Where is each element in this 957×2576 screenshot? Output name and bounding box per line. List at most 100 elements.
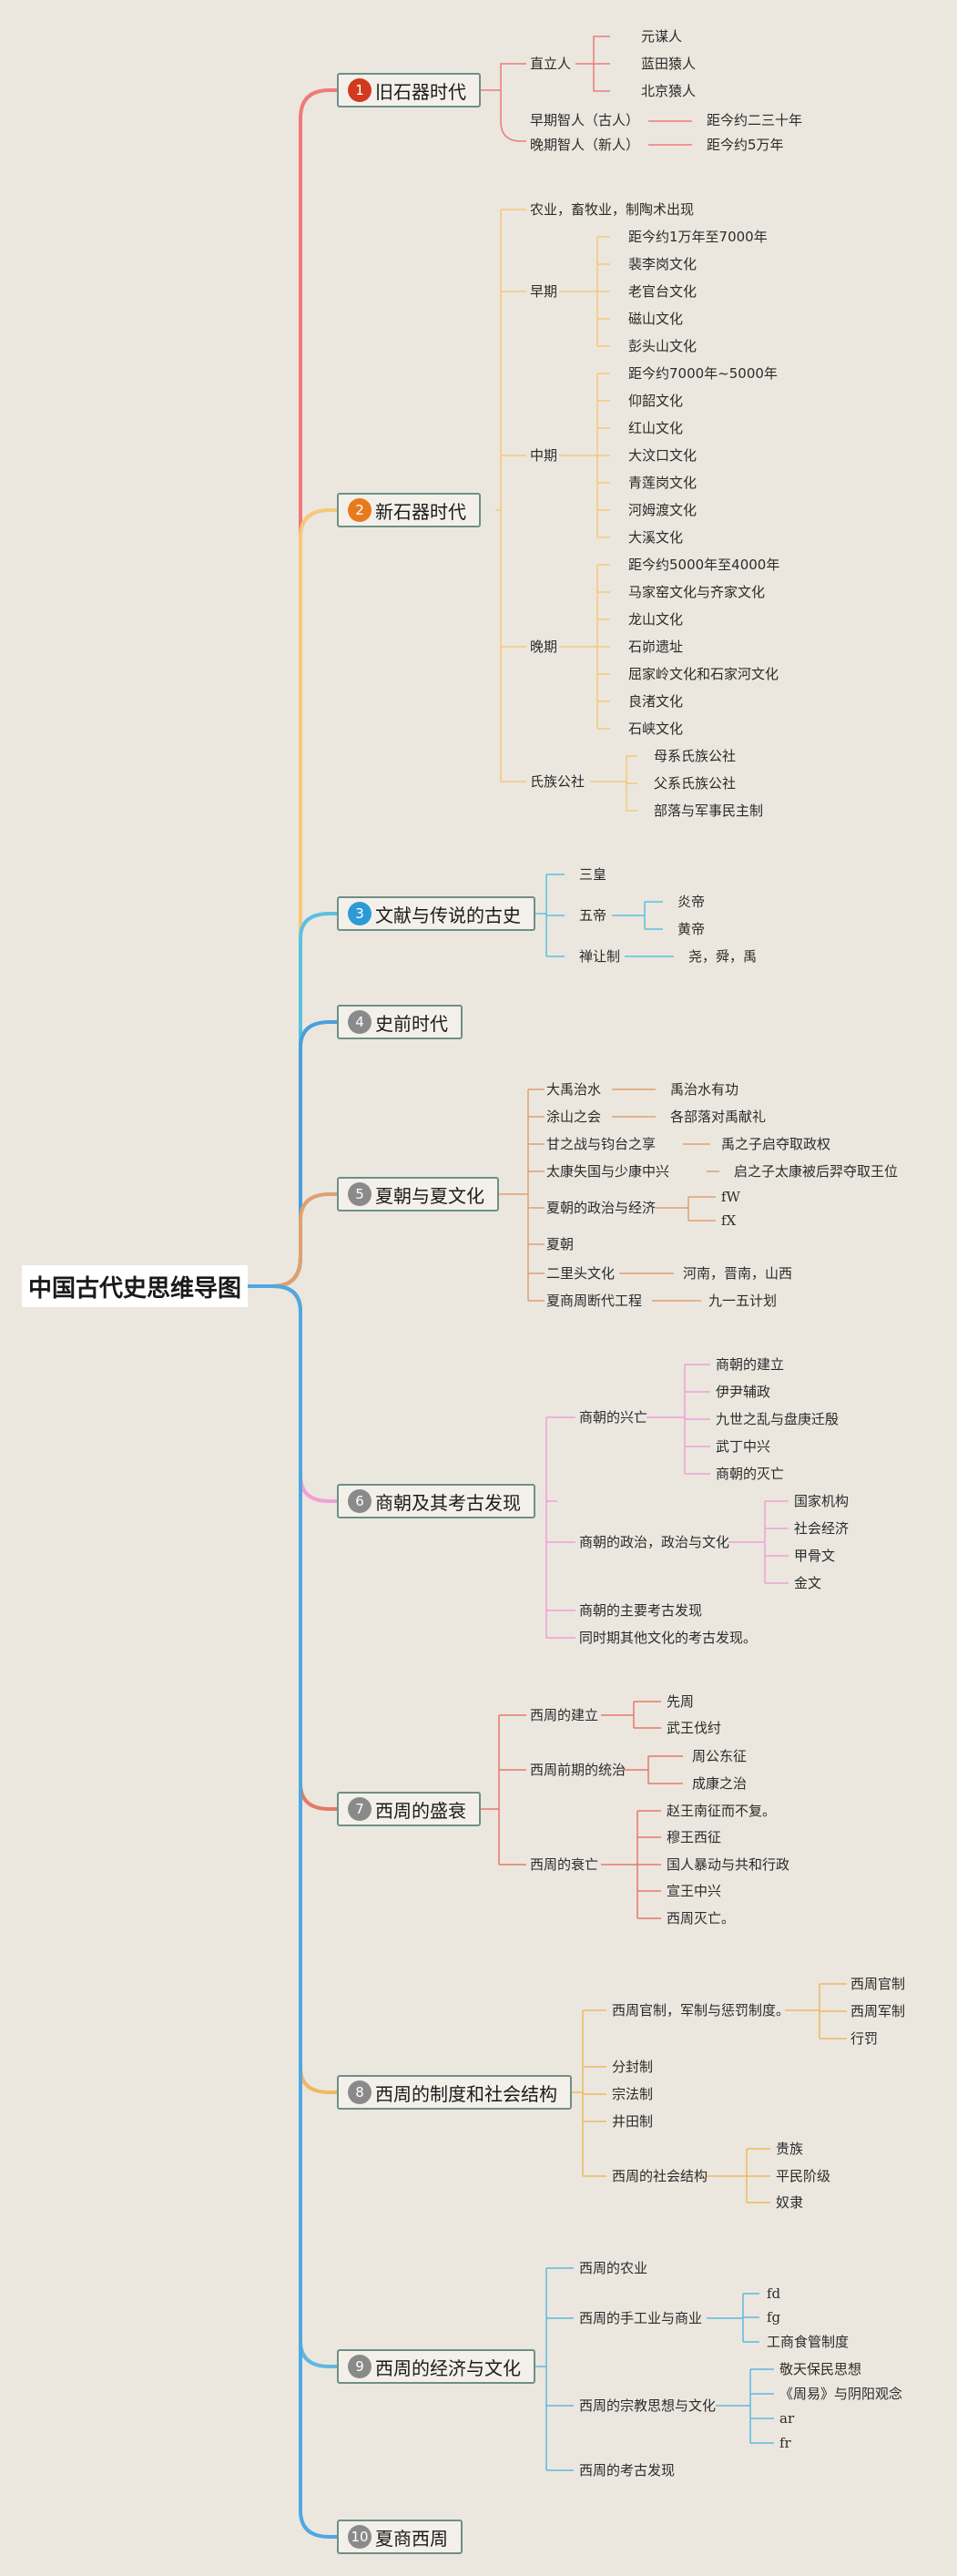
- node-xia[interactable]: 夏朝: [546, 1236, 575, 1252]
- node-yuanmou[interactable]: 元谋人: [641, 28, 683, 45]
- node-shang-rise-2[interactable]: 伊尹辅政: [716, 1384, 771, 1400]
- node-taikang-val[interactable]: 启之子太康被后羿夺取王位: [734, 1163, 899, 1180]
- node-officials-3[interactable]: 行罚: [850, 2030, 879, 2047]
- node-shang-archaeology[interactable]: 商朝的主要考古发现: [579, 1602, 703, 1619]
- node-sanhuang[interactable]: 三皇: [579, 866, 607, 883]
- node-xia-politics[interactable]: 夏朝的政治与经济: [546, 1200, 657, 1216]
- node-late-5[interactable]: 屈家岭文化和石家河文化: [628, 666, 779, 682]
- node-late-sapiens-date[interactable]: 距今约5万年: [707, 137, 784, 153]
- node-dayu[interactable]: 大禹治水: [546, 1081, 602, 1098]
- node-social-structure[interactable]: 西周的社会结构: [612, 2168, 708, 2184]
- node-agriculture[interactable]: 农业，畜牧业，制陶术出现: [530, 201, 695, 218]
- node-tushan[interactable]: 涂山之会: [546, 1109, 602, 1125]
- node-yandi[interactable]: 炎帝: [677, 894, 706, 910]
- node-zhou-religion[interactable]: 西周的宗教思想与文化: [579, 2397, 717, 2414]
- node-ganzhi[interactable]: 甘之战与钧台之享: [546, 1136, 657, 1152]
- node-xia-politics-2[interactable]: fX: [721, 1212, 737, 1229]
- node-erlitou[interactable]: 二里头文化: [546, 1265, 616, 1282]
- node-late-sapiens[interactable]: 晚期智人（新人）: [530, 137, 640, 153]
- node-zhou-decline-3[interactable]: 国人暴动与共和行政: [667, 1856, 790, 1873]
- node-early-sapiens[interactable]: 早期智人（古人）: [530, 112, 640, 128]
- node-zongfa[interactable]: 宗法制: [612, 2086, 654, 2102]
- node-social-1[interactable]: 贵族: [776, 2141, 804, 2157]
- node-erlitou-val[interactable]: 河南，晋南，山西: [683, 1265, 793, 1282]
- node-zhiliren[interactable]: 直立人: [530, 56, 572, 72]
- node-zhou-decline[interactable]: 西周的衰亡: [530, 1856, 599, 1873]
- node-taikang[interactable]: 太康失国与少康中兴: [546, 1163, 670, 1180]
- node-fengjian[interactable]: 分封制: [612, 2059, 654, 2075]
- node-tushan-val[interactable]: 各部落对禹献礼: [670, 1109, 767, 1125]
- node-early-2[interactable]: 裴李岗文化: [628, 256, 697, 272]
- node-zhou-decline-4[interactable]: 宣王中兴: [667, 1883, 722, 1899]
- node-zhou-archaeology[interactable]: 西周的考古发现: [579, 2462, 676, 2479]
- node-zhou-founding-1[interactable]: 先周: [667, 1693, 695, 1710]
- node-late-4[interactable]: 石峁遗址: [628, 639, 684, 655]
- node-clan-3[interactable]: 部落与军事民主制: [654, 802, 764, 819]
- node-late-7[interactable]: 石峡文化: [628, 721, 684, 737]
- node-early[interactable]: 早期: [530, 283, 558, 300]
- node-xsz-project-val[interactable]: 九一五计划: [708, 1293, 778, 1309]
- node-middle[interactable]: 中期: [530, 447, 558, 464]
- node-mid-2[interactable]: 仰韶文化: [628, 393, 684, 409]
- node-officials-1[interactable]: 西周官制: [850, 1976, 906, 1992]
- node-mid-3[interactable]: 红山文化: [628, 420, 684, 436]
- node-zhou-craft-1[interactable]: fd: [767, 2285, 781, 2302]
- node-early-sapiens-date[interactable]: 距今约二三十年: [707, 112, 803, 128]
- node-social-3[interactable]: 奴隶: [776, 2194, 804, 2211]
- node-shang-politics-2[interactable]: 社会经济: [794, 1520, 850, 1537]
- node-clan[interactable]: 氏族公社: [530, 773, 585, 790]
- node-early-4[interactable]: 磁山文化: [628, 311, 684, 327]
- node-lantian[interactable]: 蓝田猿人: [641, 56, 697, 72]
- node-zhou-religion-4[interactable]: fr: [779, 2435, 791, 2451]
- node-shang-rise[interactable]: 商朝的兴亡: [579, 1409, 648, 1426]
- node-xia-politics-1[interactable]: fW: [721, 1189, 740, 1205]
- node-mid-6[interactable]: 河姆渡文化: [628, 502, 697, 518]
- node-zhou-decline-5[interactable]: 西周灭亡。: [667, 1910, 736, 1927]
- node-zhou-decline-2[interactable]: 穆王西征: [667, 1829, 722, 1845]
- node-early-1[interactable]: 距今约1万年至7000年: [628, 229, 768, 245]
- node-xsz-project[interactable]: 夏商周断代工程: [546, 1293, 643, 1309]
- node-shang-rise-1[interactable]: 商朝的建立: [716, 1356, 785, 1373]
- node-zhou-religion-2[interactable]: 《周易》与阴阳观念: [779, 2386, 903, 2402]
- node-huangdi[interactable]: 黄帝: [677, 921, 706, 937]
- node-officials-2[interactable]: 西周军制: [850, 2003, 906, 2019]
- node-early-3[interactable]: 老官台文化: [628, 283, 697, 300]
- node-jingtian[interactable]: 井田制: [612, 2113, 654, 2130]
- node-shang-rise-5[interactable]: 商朝的灭亡: [716, 1466, 785, 1482]
- node-social-2[interactable]: 平民阶级: [776, 2168, 831, 2184]
- node-officials[interactable]: 西周官制，军制与惩罚制度。: [612, 2002, 790, 2019]
- node-clan-1[interactable]: 母系氏族公社: [654, 748, 737, 764]
- node-late[interactable]: 晚期: [530, 639, 558, 655]
- node-late-6[interactable]: 良渚文化: [628, 693, 684, 710]
- node-wudi[interactable]: 五帝: [579, 907, 607, 924]
- node-mid-5[interactable]: 青莲岗文化: [628, 475, 697, 491]
- node-late-2[interactable]: 马家窑文化与齐家文化: [628, 584, 766, 600]
- node-shanrang[interactable]: 禅让制: [579, 948, 621, 965]
- node-zhou-craft-2[interactable]: fg: [767, 2309, 781, 2326]
- node-zhou-religion-3[interactable]: ar: [779, 2410, 795, 2427]
- node-beijing[interactable]: 北京猿人: [641, 83, 697, 99]
- node-late-3[interactable]: 龙山文化: [628, 611, 684, 628]
- node-zhou-rule-1[interactable]: 周公东征: [692, 1748, 748, 1764]
- node-dayu-val[interactable]: 禹治水有功: [670, 1081, 739, 1098]
- node-shang-rise-3[interactable]: 九世之乱与盘庚迁殷: [716, 1411, 840, 1427]
- node-early-5[interactable]: 彭头山文化: [628, 338, 697, 354]
- node-mid-1[interactable]: 距今约7000年~5000年: [628, 365, 778, 382]
- node-yao-shun-yu[interactable]: 尧，舜，禹: [688, 948, 758, 965]
- root-node[interactable]: 中国古代史思维导图: [22, 1265, 248, 1307]
- node-late-1[interactable]: 距今约5000年至4000年: [628, 557, 780, 573]
- node-other-cultures[interactable]: 同时期其他文化的考古发现。: [579, 1630, 758, 1646]
- node-shang-politics-1[interactable]: 国家机构: [794, 1493, 850, 1509]
- node-shang-politics-3[interactable]: 甲骨文: [794, 1548, 836, 1564]
- node-zhou-decline-1[interactable]: 赵王南征而不复。: [667, 1803, 777, 1819]
